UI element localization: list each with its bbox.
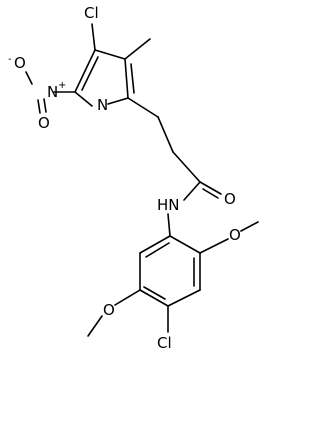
bond — [199, 238, 229, 254]
bond — [74, 49, 96, 93]
charge-plus: + — [58, 80, 66, 91]
charge-minus: - — [8, 54, 12, 65]
bond — [43, 98, 47, 113]
bond — [124, 58, 129, 99]
bond — [157, 116, 174, 153]
bond — [94, 49, 126, 60]
bond — [183, 181, 201, 201]
bond — [107, 97, 129, 105]
bond — [145, 242, 170, 258]
atom-label-nh: HN — [157, 196, 180, 214]
bond — [199, 181, 222, 195]
bond — [114, 289, 141, 306]
atom-label-nitrogen: N — [47, 83, 58, 101]
bond — [167, 289, 201, 307]
bond — [130, 63, 135, 94]
bond — [202, 188, 219, 199]
bond — [240, 221, 259, 232]
bond — [172, 151, 201, 183]
atom-label-chlorine: Cl — [157, 334, 172, 352]
bond — [91, 23, 96, 51]
bond — [143, 286, 166, 300]
atom-label-oxygen: O — [229, 226, 241, 244]
molecule-structure: Cl N + O - O N O HN O O Cl — [8, 4, 259, 352]
atom-label-nitrogen: N — [97, 96, 108, 114]
bond — [167, 213, 171, 237]
bond — [124, 38, 151, 60]
bond — [139, 289, 169, 307]
bond — [25, 71, 33, 85]
bond — [74, 91, 93, 107]
bond — [81, 56, 99, 91]
atom-label-chlorine: Cl — [84, 4, 99, 22]
atom-label-oxygen: O — [103, 301, 115, 319]
bond — [37, 99, 41, 114]
atom-label-oxygen: O — [38, 114, 50, 132]
bond — [169, 235, 201, 254]
atom-label-oxygen: O — [224, 190, 236, 208]
bond — [139, 235, 171, 254]
bond — [87, 315, 103, 337]
bond — [127, 97, 159, 118]
atom-label-oxygen: O — [14, 54, 26, 72]
